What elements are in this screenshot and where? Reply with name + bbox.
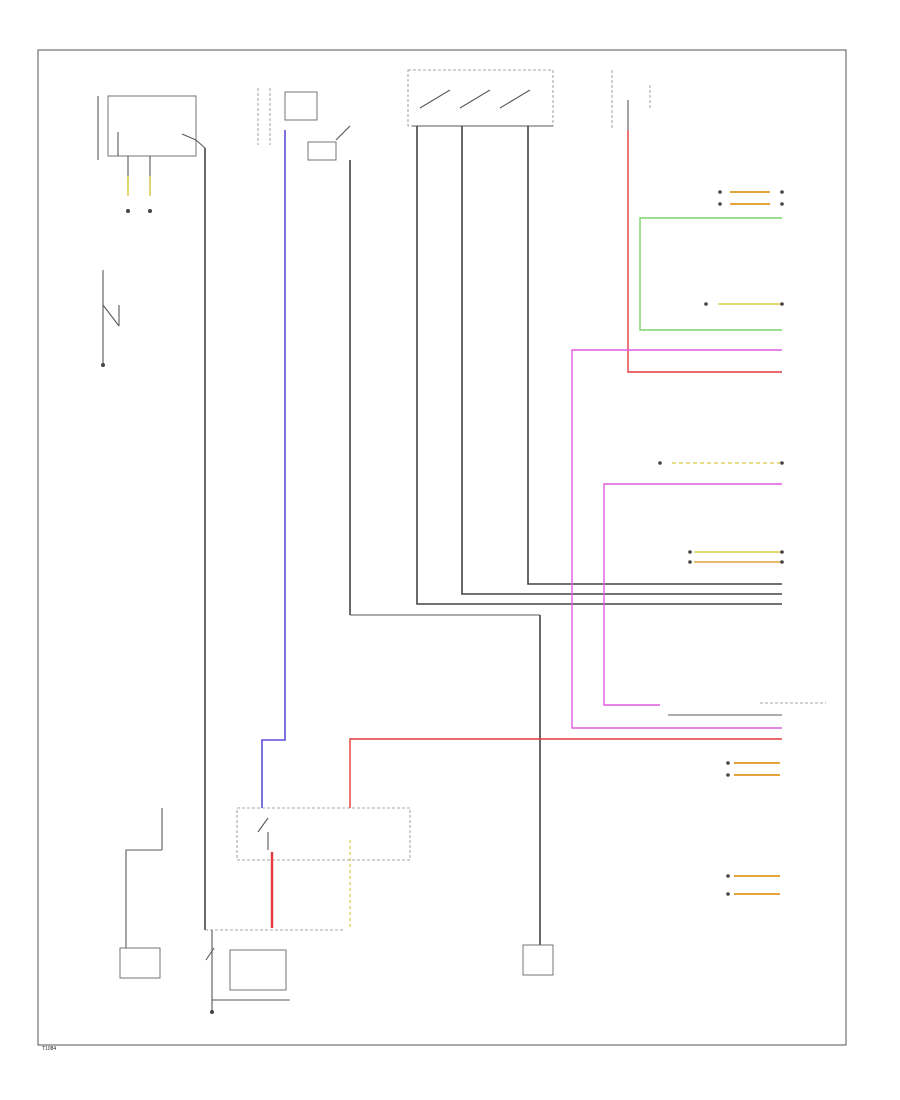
wire-magenta-2: [603, 483, 782, 706]
wire-red-lower: [349, 738, 782, 808]
wire-red-top-right: [627, 130, 782, 373]
top-right-fuse: [611, 70, 651, 130]
wire-blue: [261, 130, 286, 808]
diagram-frame: [37, 49, 847, 1046]
bottom-left-component: [119, 808, 163, 979]
fuse-panel: [257, 88, 351, 161]
connector-row-464: [658, 461, 784, 465]
connector-dot: [148, 209, 152, 213]
connector-group-top: [718, 190, 784, 206]
wire-harness-2: [461, 126, 782, 595]
connector-row-715: [668, 702, 826, 716]
connector-row-880: [726, 874, 780, 896]
connector-group-mid: [704, 302, 784, 306]
footer-code: T1084: [42, 1046, 56, 1052]
connector-dot: [126, 209, 130, 213]
wire-harness-3: [527, 126, 782, 585]
connector-row-552: [688, 550, 784, 564]
connector-row-765: [726, 761, 780, 777]
left-switch: [101, 270, 120, 367]
top-left-relay: [97, 95, 197, 186]
lower-relay: [205, 929, 345, 1014]
bottom-center-connector: [522, 944, 554, 976]
wire-harness-1: [416, 126, 782, 605]
wire-green: [639, 217, 782, 331]
lower-module: [236, 807, 411, 861]
wire-magenta-1: [571, 349, 782, 729]
top-multi-switch: [407, 69, 554, 127]
